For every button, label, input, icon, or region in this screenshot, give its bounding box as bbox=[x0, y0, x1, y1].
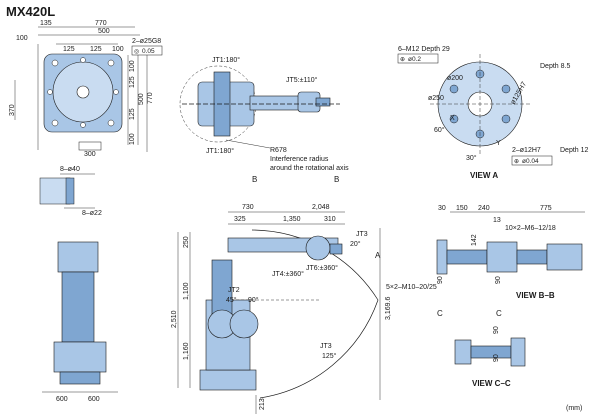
view-a: 6–M12 Depth 29 ⊕ ø0.2 ø200 ø250 ø125H7 D… bbox=[397, 46, 589, 180]
hole-note: 2–ø25G8 bbox=[132, 38, 161, 45]
jt1-bottom: JT1:180° bbox=[206, 147, 234, 155]
sv-jt3: JT3 bbox=[320, 343, 332, 350]
vbb-dim-90b: 90 bbox=[437, 276, 444, 284]
sv-dim-2048: 2,048 bbox=[312, 204, 330, 211]
va-depth: Depth 8.5 bbox=[540, 63, 570, 70]
va-depth2: Depth 12 bbox=[560, 147, 589, 154]
detail-label-bottom: 8–ø22 bbox=[82, 210, 102, 217]
bolt-detail: 8–ø40 8–ø22 bbox=[39, 166, 102, 217]
dim-125-top-a: 125 bbox=[63, 46, 75, 53]
robot-side-view: B B 730 2,048 325 1,350 310 250 1,100 2,… bbox=[171, 175, 392, 414]
va-note1-tol: ø0.2 bbox=[408, 56, 421, 63]
dim-100-left: 100 bbox=[16, 35, 28, 42]
dim-135: 135 bbox=[40, 20, 52, 27]
sv-jt2-angle: 45° bbox=[226, 296, 237, 304]
sv-dim-250: 250 bbox=[183, 236, 190, 248]
sv-jt3-angle-top: 20° bbox=[350, 240, 361, 248]
va-angle60: 60° bbox=[434, 126, 445, 134]
dim-100-top-c: 100 bbox=[112, 46, 124, 53]
sv-dim-730: 730 bbox=[242, 204, 254, 211]
dim-500-top: 500 bbox=[98, 28, 110, 35]
robot-plan-view: JT1:180° JT1:180° JT5:±110° R678 Interfe… bbox=[179, 56, 349, 172]
flatness-value: 0.05 bbox=[142, 48, 155, 55]
sv-dim-213: 213 bbox=[259, 398, 266, 410]
vbb-dim-240: 240 bbox=[478, 205, 490, 212]
vcc-dim-90b: 90 bbox=[493, 354, 500, 362]
va-tol2: ø0.04 bbox=[522, 158, 539, 165]
sv-b-right: B bbox=[334, 175, 339, 184]
vbb-dim-90a: 90 bbox=[495, 276, 502, 284]
vbb-c-right: C bbox=[496, 309, 502, 318]
sv-dim-325: 325 bbox=[234, 216, 246, 223]
sv-b-left: B bbox=[252, 175, 257, 184]
vcc-dim-90a: 90 bbox=[493, 326, 500, 334]
vbb-dim-13: 13 bbox=[493, 217, 501, 224]
sv-jt4: JT4:±360° bbox=[272, 270, 304, 278]
sv-dim-2510: 2,510 bbox=[171, 310, 178, 328]
model-title: MX420L bbox=[6, 4, 55, 19]
view-bb-label: VIEW B–B bbox=[516, 291, 555, 300]
sv-dim-3169: 3,169.6 bbox=[385, 297, 392, 320]
detail-label-top: 8–ø40 bbox=[60, 166, 80, 173]
vbb-dim-30: 30 bbox=[438, 205, 446, 212]
sv-jt2-angle2: 90° bbox=[248, 296, 259, 304]
va-note2: 2–ø12H7 bbox=[512, 147, 541, 154]
dim-125-right-b: 125 bbox=[129, 108, 136, 120]
sv-dim-1160: 1,160 bbox=[183, 342, 190, 360]
dim-125-top-b: 125 bbox=[90, 46, 102, 53]
vbb-dim-775: 775 bbox=[540, 205, 552, 212]
sv-jt2: JT2 bbox=[228, 287, 240, 294]
va-x: X bbox=[450, 115, 455, 122]
vbb-note: 10×2–M6–12/18 bbox=[505, 225, 556, 232]
vbb-note2: 5×2–M10–20/25 bbox=[386, 284, 437, 291]
va-dia250: ø250 bbox=[428, 95, 444, 102]
vbb-c-left: C bbox=[437, 309, 443, 318]
radius-r678: R678 bbox=[270, 147, 287, 154]
dim-500-right: 500 bbox=[138, 93, 145, 105]
vbb-dim-150: 150 bbox=[456, 205, 468, 212]
dim-770-top: 770 bbox=[95, 20, 107, 27]
base-dim-600-right: 600 bbox=[88, 396, 100, 403]
sv-dim-310: 310 bbox=[324, 216, 336, 223]
interference-note-2: around the rotational axis bbox=[270, 165, 349, 172]
dim-770-right: 770 bbox=[147, 92, 154, 104]
interference-note-1: Interference radius bbox=[270, 156, 329, 163]
sv-dim-1350: 1,350 bbox=[283, 216, 301, 223]
view-a-label: VIEW A bbox=[470, 171, 498, 180]
sv-dim-1100: 1,100 bbox=[183, 282, 190, 300]
va-note1: 6–M12 Depth 29 bbox=[398, 46, 450, 53]
jt1-top: JT1:180° bbox=[212, 56, 240, 64]
svg-text:⊕: ⊕ bbox=[400, 57, 405, 63]
vbb-dim-142: 142 bbox=[471, 234, 478, 246]
base-top-view: 100 135 770 500 125 125 100 370 100 125 … bbox=[9, 20, 163, 158]
sv-jt6: JT6:±360° bbox=[306, 264, 338, 272]
jt5: JT5:±110° bbox=[286, 76, 318, 84]
view-bb: 30 150 240 775 142 13 10×2–M6–12/18 5×2–… bbox=[386, 205, 585, 318]
va-y: Y bbox=[496, 140, 501, 147]
dim-125-right-a: 125 bbox=[129, 76, 136, 88]
va-angle30: 30° bbox=[466, 154, 477, 162]
view-cc-label: VIEW C–C bbox=[472, 379, 511, 388]
sv-jt3-top: JT3 bbox=[356, 231, 368, 238]
dim-100-right-a: 100 bbox=[129, 60, 136, 72]
svg-text:◎: ◎ bbox=[134, 49, 139, 55]
sv-jt3-angle: 125° bbox=[322, 352, 337, 360]
svg-text:⊕: ⊕ bbox=[514, 159, 519, 165]
view-cc: 90 90 VIEW C–C bbox=[454, 326, 526, 388]
units-note: (mm) bbox=[566, 405, 582, 412]
robot-front-view: 600 600 bbox=[42, 241, 118, 403]
dim-370: 370 bbox=[9, 104, 16, 116]
dim-100-right-b: 100 bbox=[129, 133, 136, 145]
va-dia200: ø200 bbox=[447, 75, 463, 82]
dim-300: 300 bbox=[84, 151, 96, 158]
sv-a: A bbox=[375, 251, 381, 260]
base-dim-600-left: 600 bbox=[56, 396, 68, 403]
